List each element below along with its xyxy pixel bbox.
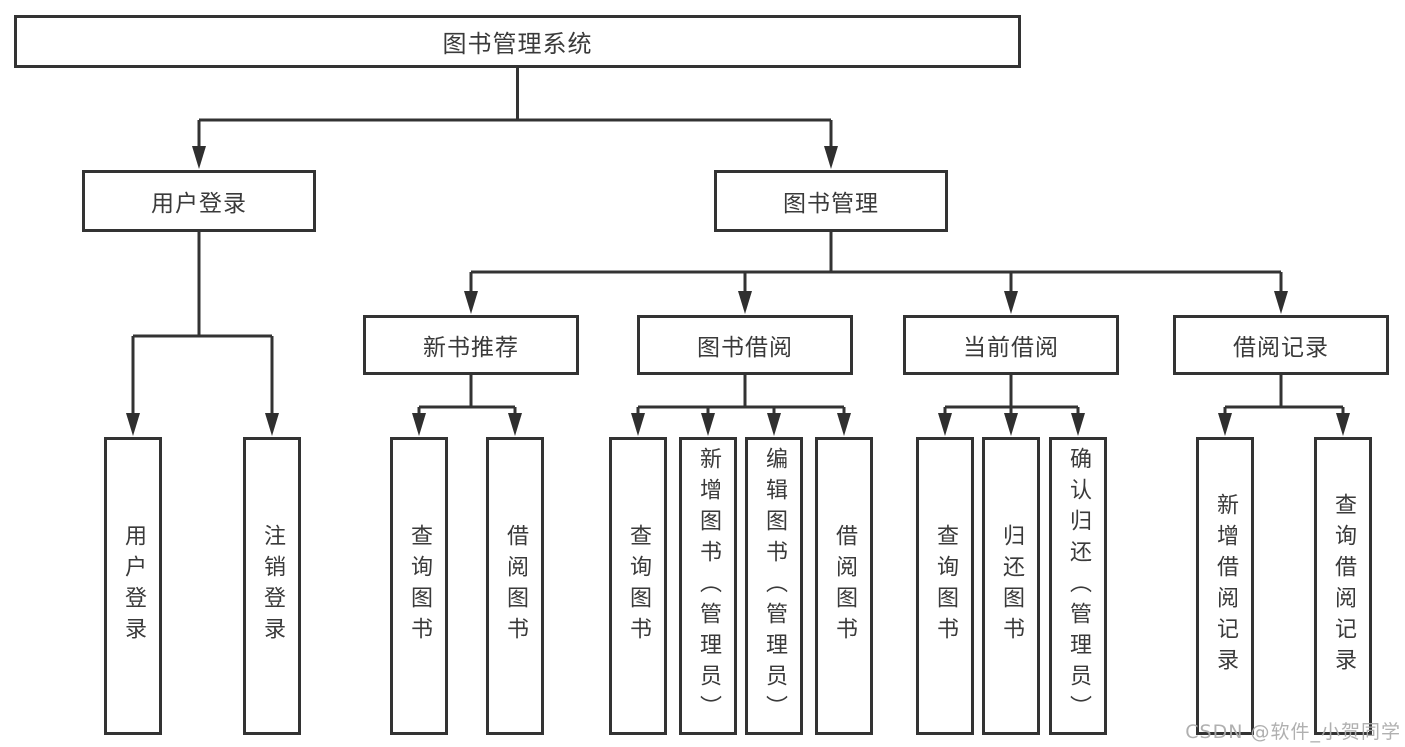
leaf-query-borrow-record: 查询借阅记录 [1314,437,1372,735]
leaf-query-books-current: 查询图书 [916,437,974,735]
node-book-management: 图书管理 [714,170,948,232]
leaf-confirm-return-admin: 确认归还（管理员） [1049,437,1107,735]
leaf-return-books: 归还图书 [982,437,1040,735]
leaf-logout: 注销登录 [243,437,301,735]
leaf-borrow-books-recommend: 借阅图书 [486,437,544,735]
leaf-query-books-borrow: 查询图书 [609,437,667,735]
node-root: 图书管理系统 [14,15,1021,68]
leaf-edit-book-admin: 编辑图书（管理员） [745,437,803,735]
leaf-user-login: 用户登录 [104,437,162,735]
arrowhead-icons [126,146,1350,436]
leaf-add-book-admin: 新增图书（管理员） [679,437,737,735]
leaf-add-borrow-record: 新增借阅记录 [1196,437,1254,735]
node-borrow-records: 借阅记录 [1173,315,1389,375]
leaf-query-books-recommend: 查询图书 [390,437,448,735]
node-user-login: 用户登录 [82,170,316,232]
watermark: CSDN @软件_小贺同学 [1185,721,1401,743]
leaf-borrow-books: 借阅图书 [815,437,873,735]
node-book-borrow: 图书借阅 [637,315,853,375]
node-current-borrow: 当前借阅 [903,315,1119,375]
node-new-book-recommend: 新书推荐 [363,315,579,375]
